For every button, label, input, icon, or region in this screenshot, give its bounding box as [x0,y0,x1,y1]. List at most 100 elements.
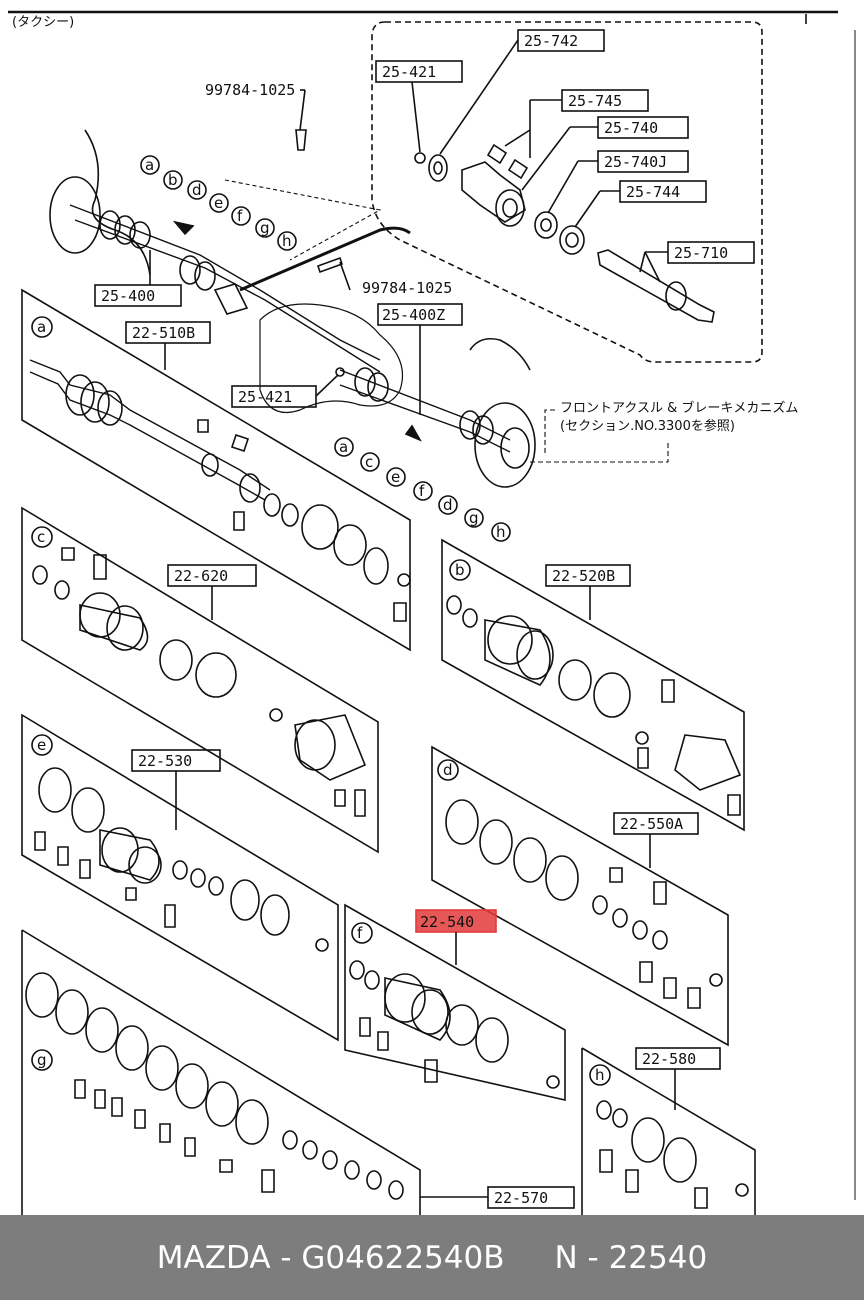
part-label-25-710: 25-710 [674,244,728,262]
snap-ring [335,367,345,377]
panel-e-letter: e [37,736,46,754]
panel-d-letter: d [443,761,453,779]
svg-text:h: h [282,232,292,250]
label-box: 22-580 [635,1047,721,1070]
panel-b-letter: b [455,561,465,579]
svg-text:d: d [192,181,202,199]
label-box: 25-742 [517,29,605,52]
wheel-hub-right [474,402,536,488]
panel-letter-circle [31,734,53,756]
part-label-22-530: 22-530 [138,752,192,770]
panel-b [441,538,745,832]
svg-text:h: h [496,523,506,541]
reference-note-line1: フロントアクスル & ブレーキメカニズム [560,400,798,416]
panel-letter-circle [31,526,53,548]
boot-kit-g [25,972,404,1200]
part-label-25-421-b: 25-421 [238,388,292,406]
variant-letters-lower: a c e f d g h [334,437,511,542]
panel-letter-circle [437,759,459,781]
leader-line [315,374,339,397]
panel-g [21,929,421,1215]
panel-f [344,903,566,1102]
seal-washer [428,154,448,182]
svg-text:f: f [419,482,425,500]
panel-letter-circle [31,316,53,338]
part-label-22-580: 22-580 [642,1050,696,1068]
svg-text:g: g [260,219,270,237]
variant-letters-upper: a b d e f g h [140,155,297,251]
svg-text:c: c [365,453,373,471]
label-box: 25-421 [375,60,463,83]
part-label-25-745: 25-745 [568,92,622,110]
dust-seal [559,225,585,255]
bearing-bracket [461,161,526,223]
boot-kit-d [445,799,723,1009]
driveshaft-upper-edge [74,219,381,373]
panel-letter-circle [589,1064,611,1086]
part-label-25-742: 25-742 [524,32,578,50]
leader-line [439,39,519,155]
driveshaft-lower [339,369,511,441]
part-label-25-740j: 25-740J [604,153,667,171]
boot-kit-c [32,547,367,817]
seal-washer-hole [433,161,443,175]
leader-line [574,190,601,228]
panel-g-letter: g [37,1051,47,1069]
panel-a [21,288,411,652]
dashed-guide [224,179,382,261]
part-highlight [416,910,496,932]
boot-kit-e [34,767,329,952]
boot-kit-b [446,595,742,816]
hub-bore [500,427,530,469]
bolt-label-mid: 99784-1025 [362,279,452,297]
bearing-bracket-inner [502,198,518,218]
label-box: 22-620 [167,564,257,587]
driveshaft-lower-edge [339,384,511,453]
panel-letter-circle [31,1049,53,1071]
svg-text:g: g [469,509,479,527]
bracket-bolt [486,143,508,165]
part-label-22-540[interactable]: 22-540 [420,913,474,931]
part-label-22-520b: 22-520B [552,567,615,585]
part-label-25-400: 25-400 [101,287,155,305]
svg-text:e: e [214,194,223,212]
svg-text:e: e [391,468,400,486]
engine-outline [239,226,411,292]
svg-text:a: a [339,438,348,456]
bolt-label-top: 99784-1025 [205,81,295,99]
boot-upper-inner [179,255,216,291]
label-box: 25-400Z [377,303,463,326]
svg-text:f: f [237,207,243,225]
panel-c-letter: c [37,528,45,546]
label-box: 25-740 [597,116,689,139]
label-box: 22-550A [613,812,699,835]
label-box: 25-400 [94,284,182,307]
label-box: 25-744 [619,180,707,203]
label-box: 25-710 [667,241,755,264]
part-label-22-510b: 22-510B [132,324,195,342]
leader-line [639,251,646,273]
part-label-25-740: 25-740 [604,119,658,137]
leader-line [504,129,531,147]
header-tag: (タクシー) [12,15,74,30]
svg-text:b: b [168,171,178,189]
panel-f-letter: f [357,924,363,942]
part-number-caption: MAZDA - G04622540B [156,1239,505,1276]
knuckle-outline [469,337,531,371]
leader-line [547,160,579,214]
bolt [316,256,344,274]
leader-line [339,261,351,291]
bearing [534,211,558,239]
label-box: 22-510B [125,321,211,344]
label-box: 22-570 [487,1186,575,1209]
label-box: 22-520B [545,564,631,587]
boot-kit-f [349,960,560,1089]
bearing-bracket-bore [495,189,525,227]
dust-seal-inner [565,232,579,248]
svg-text:a: a [145,156,154,174]
label-box: 22-530 [131,749,221,772]
panel-a-letter: a [37,318,46,336]
leader-line [411,81,421,153]
snap-ring [414,152,426,164]
wheel-hub-left [49,176,101,254]
